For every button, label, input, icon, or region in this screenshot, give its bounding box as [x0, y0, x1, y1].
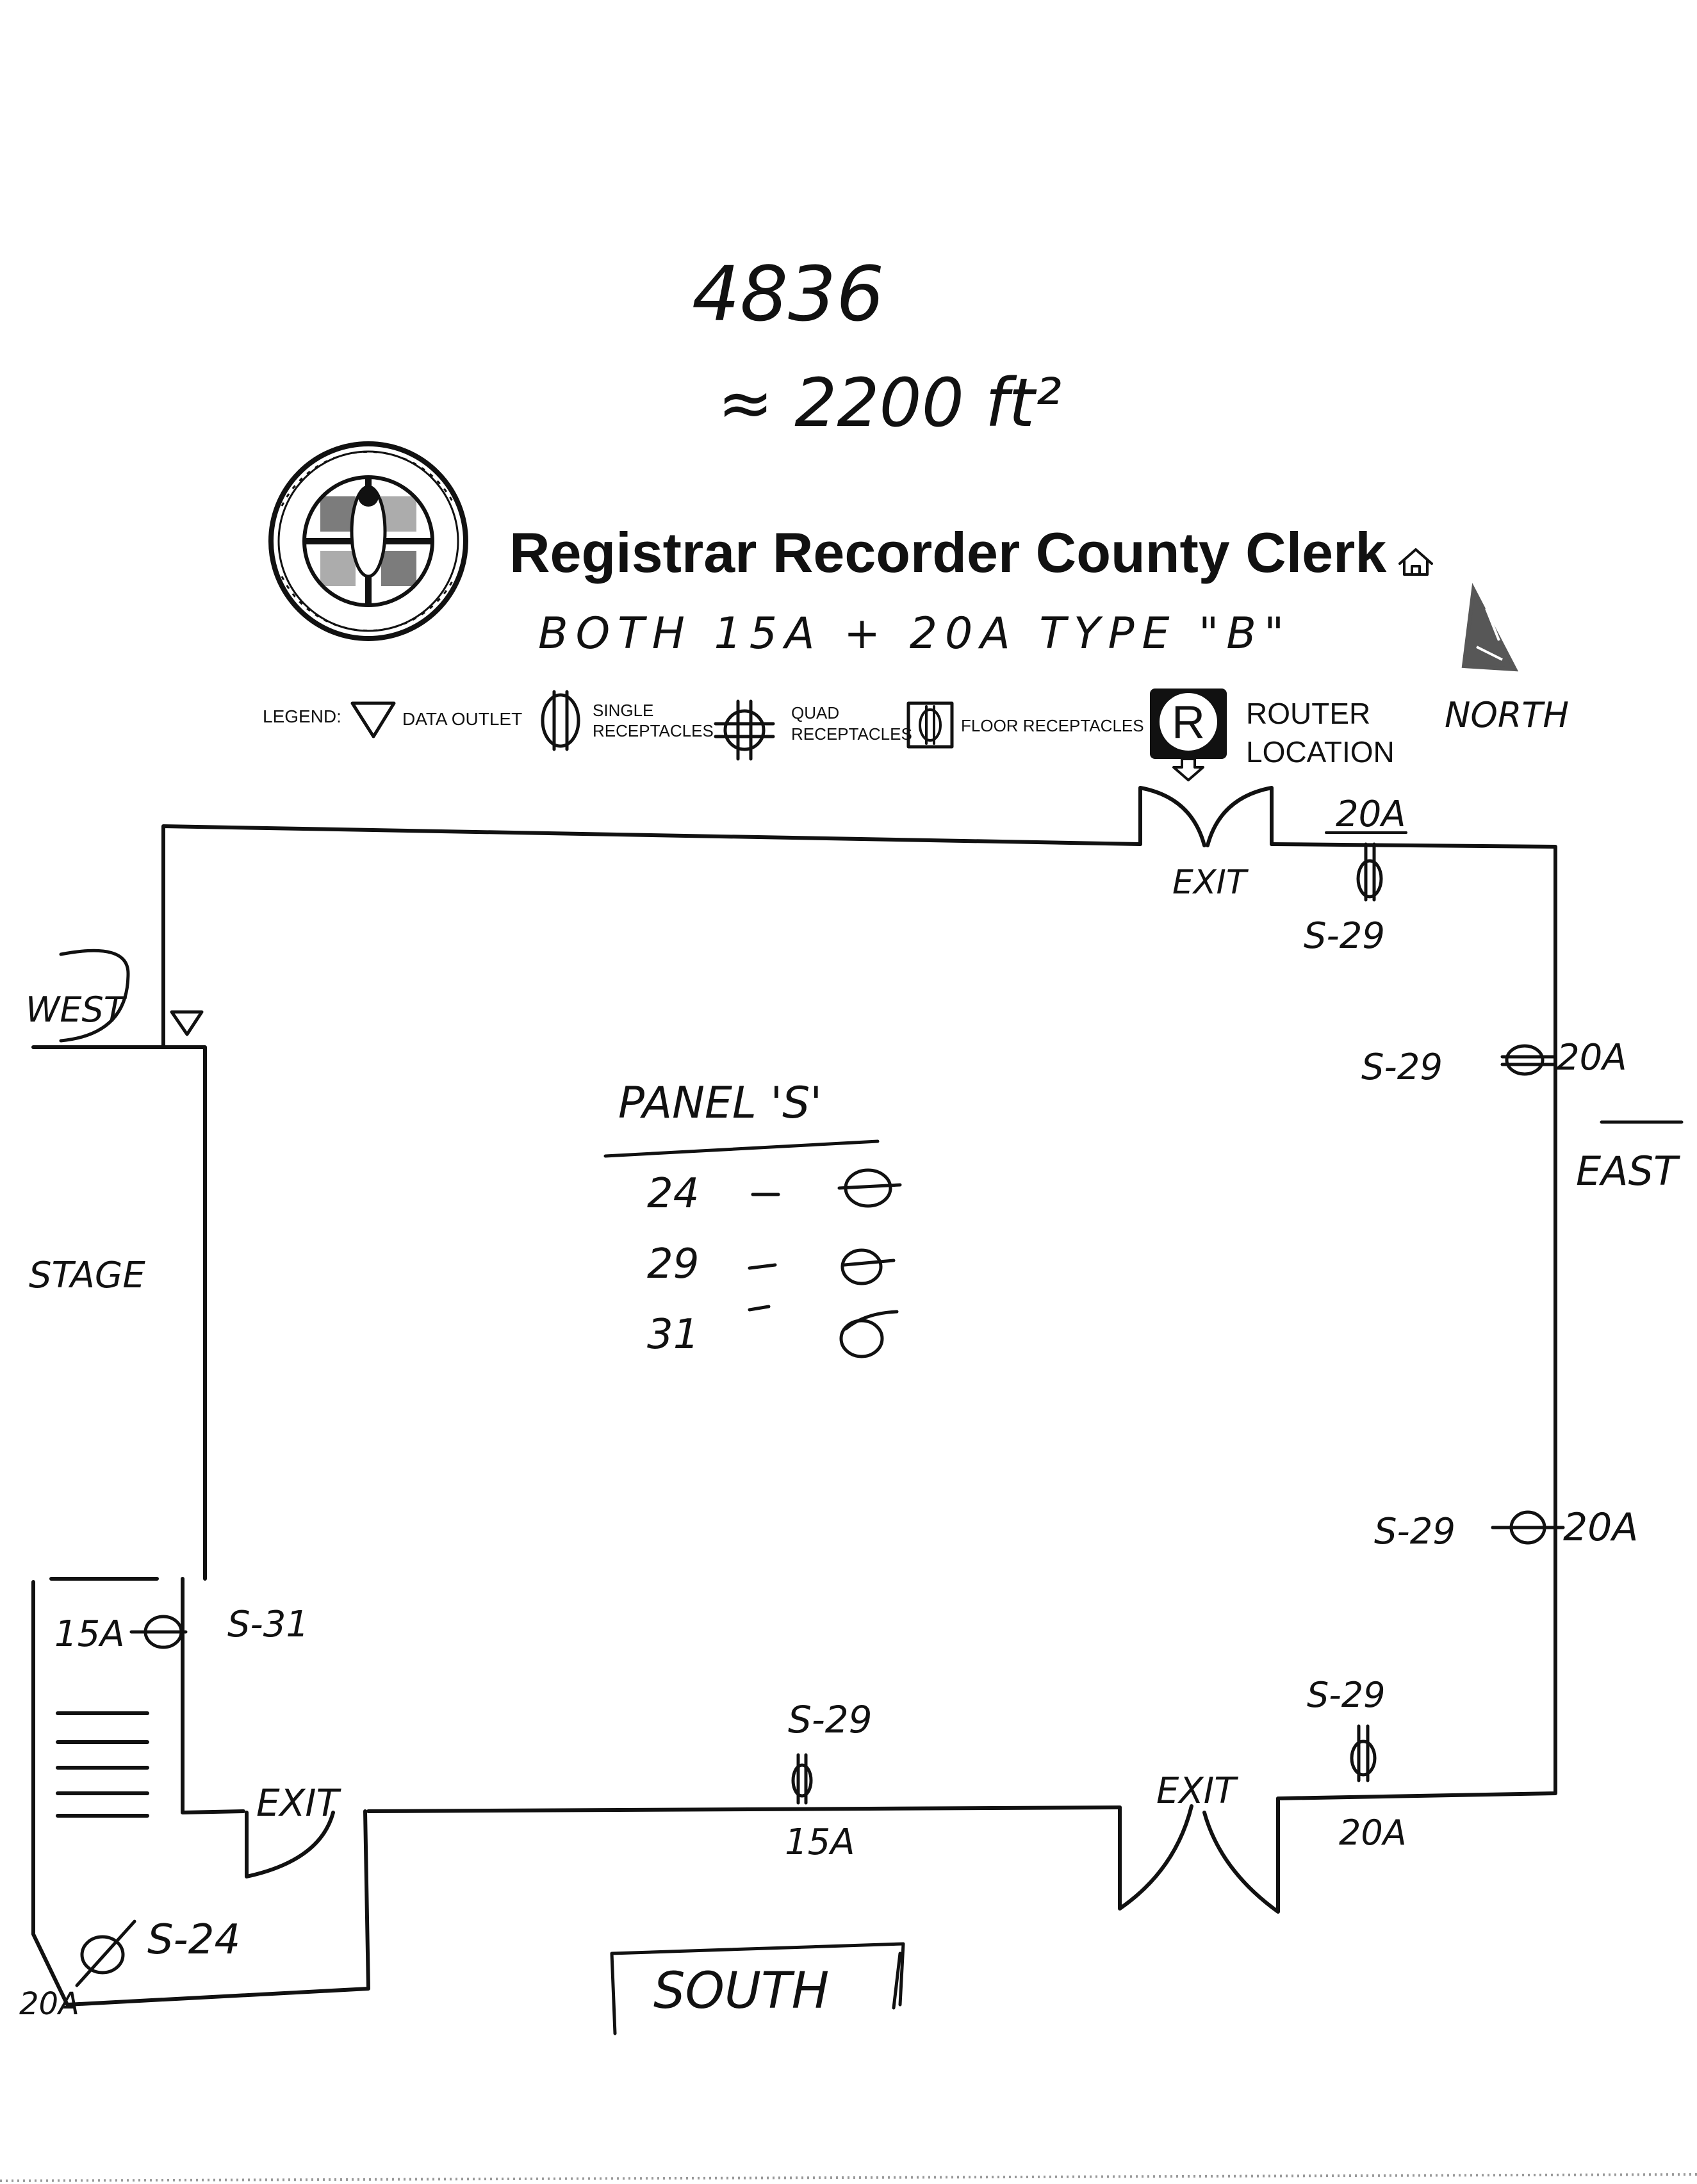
svg-text:SOUTH: SOUTH	[653, 1962, 829, 2020]
legend-single-line1: SINGLE	[593, 701, 653, 720]
north-exit-door	[1138, 786, 1274, 847]
south-left-exit-door	[245, 1811, 335, 1878]
floor-receptacle-icon	[906, 701, 954, 749]
panel-receptacle-icon	[839, 1310, 899, 1358]
quad-receptacle-icon	[714, 699, 775, 761]
south-right-exit-label: EXIT	[1156, 1770, 1238, 1812]
legend-router-line2: LOCATION	[1246, 735, 1395, 769]
west-data-outlet-icon	[170, 1010, 204, 1036]
east-lower-amp: 20A	[1563, 1505, 1638, 1550]
north-exit-label: EXIT	[1172, 863, 1249, 902]
north-arrow-icon	[1461, 583, 1519, 672]
south-left-exit-label: EXIT	[256, 1781, 341, 1825]
legend-router-line1: ROUTER	[1246, 697, 1370, 730]
legend-single-line2: RECEPTACLES	[593, 721, 714, 740]
stage-label: STAGE	[29, 1255, 145, 1296]
wiring-note: BOTH 15A + 20A TYPE "B"	[538, 608, 1291, 659]
floor-plan-walls	[31, 824, 1557, 2007]
legend-floor: FLOOR RECEPTACLES	[961, 716, 1144, 735]
panel-title: PANEL 'S'	[618, 1078, 822, 1129]
scan-edge	[0, 2173, 1697, 2182]
east-upper-circuit: S-29	[1361, 1047, 1443, 1088]
south-right-amp: 20A	[1339, 1813, 1407, 1853]
legend-data-outlet: DATA OUTLET	[402, 709, 522, 729]
panel-circuit-31: 31	[647, 1311, 699, 1358]
south-label: SOUTH	[610, 1942, 905, 2035]
west-receptacle-icon	[129, 1615, 188, 1649]
bottom-left-amp: 20A	[19, 1986, 79, 2022]
east-upper-amp: 20A	[1557, 1037, 1627, 1079]
county-seal-logo	[268, 441, 468, 641]
router-letter: R	[1172, 697, 1205, 748]
legend-quad-line1: QUAD	[791, 703, 839, 722]
east-lower-receptacle-icon	[1491, 1510, 1565, 1545]
south-right-circuit: S-29	[1307, 1675, 1385, 1715]
north-receptacle-amp: 20A	[1336, 794, 1406, 835]
bottom-left-receptacle-icon	[75, 1919, 136, 1987]
stairs	[56, 1711, 149, 1818]
panel-circuit-29: 29	[647, 1241, 699, 1288]
north-receptacle-circuit: S-29	[1304, 915, 1385, 957]
panel-receptacle-icon	[837, 1168, 902, 1208]
south-mid-amp: 15A	[785, 1821, 855, 1863]
home-icon	[1398, 548, 1433, 576]
legend-quad-line2: RECEPTACLES	[791, 724, 912, 744]
legend: LEGEND: DATA OUTLET SINGLE RECEPTACLES Q…	[263, 689, 1395, 781]
page-title: Registrar Recorder County Clerk	[509, 521, 1387, 584]
panel-circuit-24: 24	[647, 1170, 699, 1218]
bottom-left-circuit: S-24	[147, 1916, 240, 1964]
router-icon: R	[1150, 689, 1227, 781]
handwritten-area-estimate: ≈ 2200 ft²	[717, 364, 1062, 442]
east-label: EAST	[1576, 1120, 1684, 1194]
south-right-single-receptacle-icon	[1350, 1724, 1377, 1782]
north-single-receptacle-icon	[1356, 842, 1383, 902]
west-receptacle-amp: 15A	[54, 1613, 125, 1655]
west-label: WEST	[26, 949, 130, 1043]
south-mid-single-receptacle-icon	[791, 1753, 813, 1805]
data-outlet-icon	[350, 701, 396, 738]
south-mid-circuit: S-29	[788, 1698, 873, 1741]
svg-text:EAST: EAST	[1576, 1148, 1680, 1194]
south-right-exit-door	[1118, 1797, 1280, 1914]
handwritten-number: 4836	[692, 250, 884, 338]
svg-text:WEST: WEST	[26, 990, 127, 1030]
panel-s-table: PANEL 'S' 24 29 31	[603, 1078, 902, 1358]
panel-receptacle-icon	[840, 1248, 896, 1285]
north-label: NORTH	[1445, 695, 1569, 735]
east-upper-receptacle-icon	[1500, 1044, 1555, 1076]
east-lower-circuit: S-29	[1374, 1511, 1455, 1552]
single-receptacle-icon	[541, 690, 580, 751]
west-receptacle-circuit: S-31	[227, 1604, 309, 1645]
legend-label: LEGEND:	[263, 706, 341, 726]
